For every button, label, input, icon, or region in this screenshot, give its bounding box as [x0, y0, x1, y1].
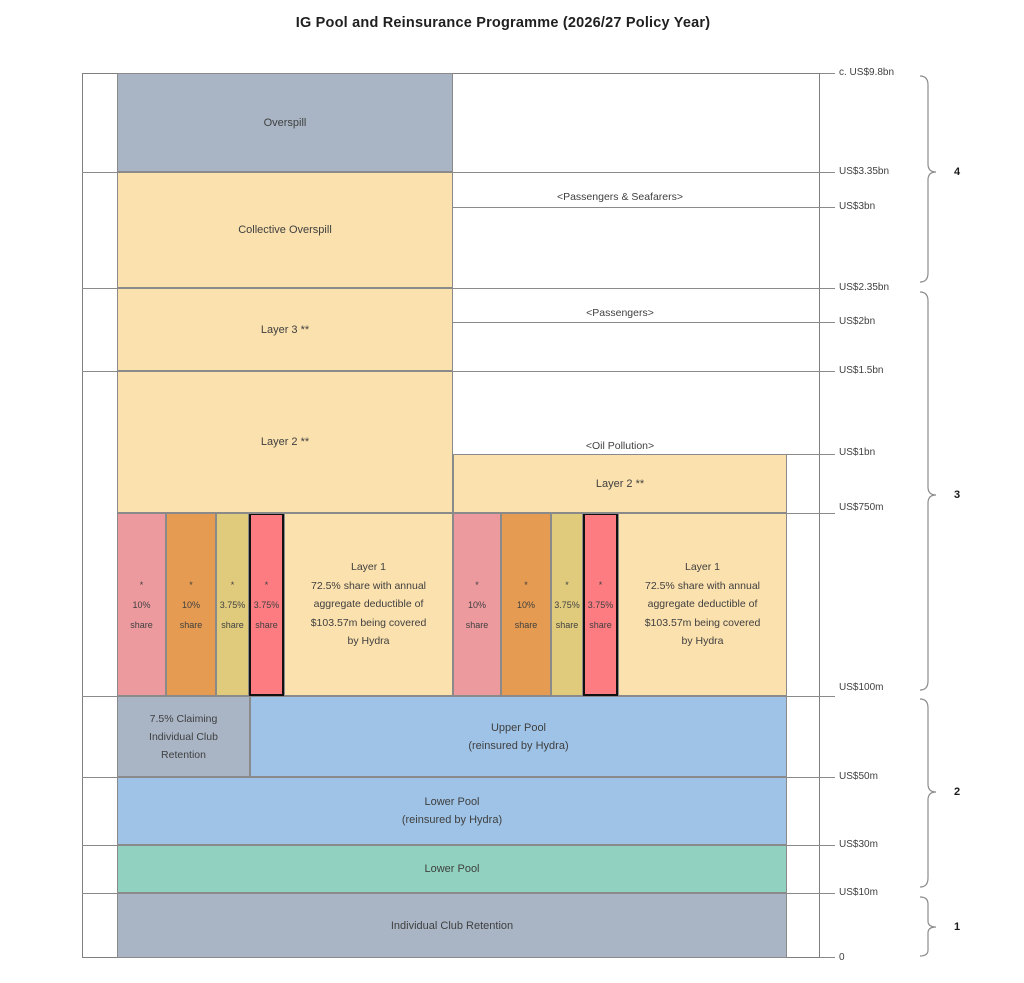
share-text: *3.75%share [253, 579, 280, 630]
share-column-red-right: *3.75%share [583, 513, 618, 696]
grid-line-50m [82, 777, 835, 778]
tick-stub-top [820, 73, 835, 74]
tick-label-50m: US$50m [839, 771, 878, 782]
share-column-orange-right: *10%share [501, 513, 551, 696]
tick-label-9-8bn: c. US$9.8bn [839, 67, 895, 78]
block-layer2-left: Layer 2 ** [117, 371, 453, 513]
tick-label-750m: US$750m [839, 502, 884, 513]
grid-line-3-35bn [82, 172, 835, 173]
block-upper-pool: Upper Pool (reinsured by Hydra) [250, 696, 787, 777]
tick-label-2-35bn: US$2.35bn [839, 282, 890, 293]
grid-line-30m [82, 845, 835, 846]
tick-label-zero: 0 [839, 952, 845, 963]
tick-label-10m: US$10m [839, 887, 878, 898]
grid-line-750m [117, 513, 835, 514]
brace-section-2 [919, 698, 937, 888]
share-text: *3.75%share [219, 579, 246, 630]
block-layer2-right: Layer 2 ** [453, 454, 787, 513]
diagram-title: IG Pool and Reinsurance Programme (2026/… [295, 15, 711, 31]
grid-line-10m [82, 893, 835, 894]
brace-section-3 [919, 291, 937, 691]
grid-line-1-5bn [82, 371, 835, 372]
tick-label-3-35bn: US$3.35bn [839, 166, 890, 177]
block-lower-pool-hydra: Lower Pool (reinsured by Hydra) [117, 777, 787, 845]
cap-label-passengers: <Passengers> [586, 307, 654, 319]
cap-label-passengers-seafarers: <Passengers & Seafarers> [556, 191, 684, 203]
share-column-khaki-right: *3.75%share [551, 513, 583, 696]
share-column-pink-right: *10%share [453, 513, 501, 696]
block-claiming-retention: 7.5% Claiming Individual Club Retention [117, 696, 250, 777]
cap-label-oil-pollution: <Oil Pollution> [585, 440, 655, 452]
block-overspill: Overspill [117, 73, 453, 172]
tick-label-1-5bn: US$1.5bn [839, 365, 884, 376]
grid-line-2bn [453, 322, 835, 323]
grid-line-2-35bn [82, 288, 835, 289]
brace-section-4 [919, 75, 937, 283]
share-text: *10%share [514, 579, 538, 630]
share-text: *3.75%share [587, 579, 614, 630]
block-collective-overspill: Collective Overspill [117, 172, 453, 288]
share-text: *10%share [130, 579, 153, 630]
grid-line-1bn [453, 454, 835, 455]
section-number-1: 1 [953, 921, 961, 933]
section-number-3: 3 [953, 489, 961, 501]
section-number-2: 2 [953, 786, 961, 798]
share-column-khaki-left: *3.75%share [216, 513, 249, 696]
share-column-red-left: *3.75%share [249, 513, 284, 696]
tick-label-1bn: US$1bn [839, 447, 876, 458]
share-text: *10%share [465, 579, 489, 630]
section-number-4: 4 [953, 166, 961, 178]
block-layer1-left: Layer 1 72.5% share with annual aggregat… [284, 513, 453, 696]
tick-label-2bn: US$2bn [839, 316, 876, 327]
block-layer1-right: Layer 1 72.5% share with annual aggregat… [618, 513, 787, 696]
grid-line-3bn [453, 207, 835, 208]
share-column-pink-left: *10%share [117, 513, 166, 696]
tick-label-30m: US$30m [839, 839, 878, 850]
block-individual-club-retention: Individual Club Retention [117, 893, 787, 958]
tick-label-3bn: US$3bn [839, 201, 876, 212]
block-layer3: Layer 3 ** [117, 288, 453, 371]
share-text: *3.75%share [554, 579, 580, 630]
block-lower-pool: Lower Pool [117, 845, 787, 893]
grid-line-100m [82, 696, 835, 697]
share-column-orange-left: *10%share [166, 513, 216, 696]
brace-section-1 [919, 896, 937, 957]
tick-label-100m: US$100m [839, 682, 884, 693]
tick-stub-bottom [820, 957, 835, 958]
share-text: *10%share [179, 579, 203, 630]
